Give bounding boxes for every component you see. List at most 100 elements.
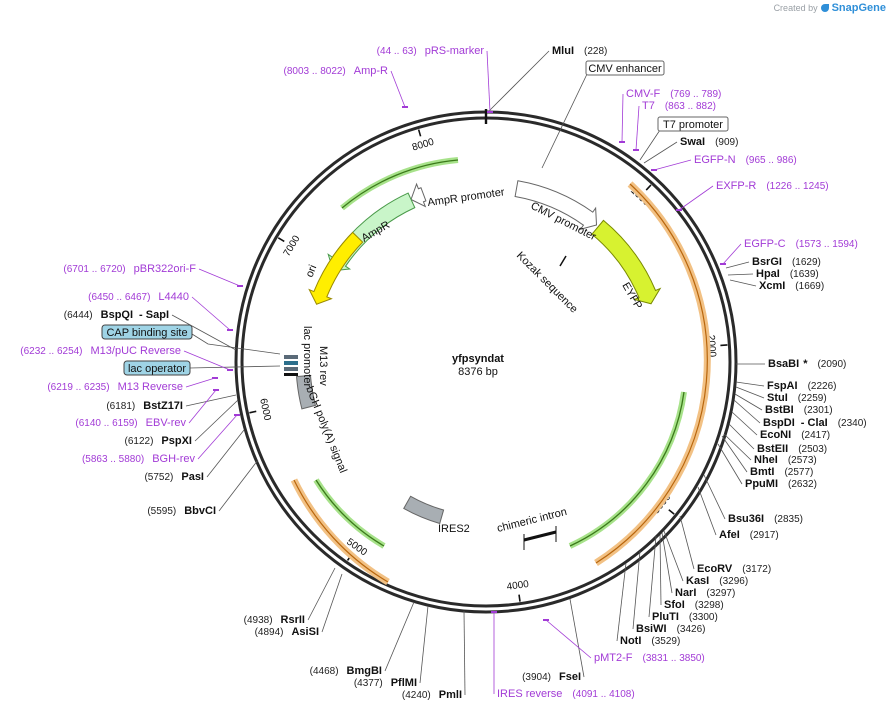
feature-label-lac-promoter: lac promoter [301, 326, 313, 387]
enzyme-label: PpuMI(2632) [745, 478, 817, 490]
enzyme-label: KasI(3296) [686, 575, 748, 587]
enzyme-label: EcoRV(3172) [697, 563, 771, 575]
enzyme-label: (4894)AsiSI [255, 626, 319, 638]
tick-label-8000: 8000 [411, 137, 436, 154]
enzyme-site-pmli: (4240)PmlI [402, 610, 466, 701]
enzyme-label: Bsu36I(2835) [728, 513, 803, 525]
primer-label: (6232 .. 6254)M13/pUC Reverse [20, 345, 181, 357]
primer-label: pMT2-F(3831 .. 3850) [594, 652, 705, 664]
enzyme-label: (6444)BspQI- SapI [64, 309, 169, 321]
enzyme-site-bstbi: BstBI(2301) [734, 393, 833, 416]
enzyme-site-pspxi: (6122)PspXI [125, 399, 239, 447]
enzyme-label: (4377)PflMI [354, 677, 417, 689]
enzyme-site-xcmi: XcmI(1669) [729, 279, 824, 292]
feature-eyfp [591, 219, 662, 305]
enzyme-site-pluti: PluTI(3300) [648, 535, 718, 623]
enzyme-label: FspAI(2226) [767, 380, 836, 392]
enzyme-site-pasi: (5752)PasI [144, 429, 245, 483]
tick-mark-8000 [417, 129, 422, 137]
primer-label: (8003 .. 8022)Amp-R [284, 65, 389, 77]
primer-exfp-r: EXFP-R(1226 .. 1245) [676, 180, 829, 211]
enzyme-site-sfoi: SfoI(3298) [659, 534, 724, 611]
enzyme-label: StuI(2259) [767, 392, 827, 404]
feature-label-chimeric-intron: chimeric intron [496, 506, 568, 535]
enzyme-label: SfoI(3298) [664, 599, 724, 611]
primer-label: EGFP-C(1573 .. 1594) [744, 238, 858, 250]
feature-bgh-poly-a-signal [296, 374, 317, 410]
primer-cmv-f: CMV-F(769 .. 789) [619, 88, 721, 143]
enzyme-label: (4240)PmlI [402, 689, 462, 701]
primer-ires-reverse: IRES reverse(4091 .. 4108) [491, 611, 635, 700]
feature-ampr-promoter [410, 182, 427, 208]
primer-label: (5863 .. 5880)BGH-rev [82, 453, 196, 465]
enzyme-site-fspai: FspAI(2226) [735, 380, 836, 392]
boxed-label-cmv-enhancer: CMV enhancer [541, 60, 665, 169]
enzyme-site-bstz17i: (6181)BstZ17I [106, 394, 237, 412]
primer-t7: T7(863 .. 882) [633, 100, 716, 151]
enzyme-label: NarI(3297) [675, 587, 735, 599]
enzyme-label: BstEII(2503) [757, 443, 827, 455]
enzyme-site-nari: NarI(3297) [661, 532, 735, 599]
enzyme-site-econi: EcoNI(2417) [731, 411, 830, 441]
feature-label-m13-rev: M13 rev [317, 346, 329, 386]
svg-text:lac operator: lac operator [128, 363, 186, 375]
boxed-label-cap-binding-site: CAP binding site [101, 324, 281, 355]
enzyme-site-bsabi: BsaBI*(2090) [736, 358, 846, 370]
enzyme-site-mlui: MluI(228) [487, 45, 607, 113]
primer-amp-r: (8003 .. 8022)Amp-R [284, 65, 408, 108]
annotation-labels: MluI(228)SwaI(909)BsrGI(1629)HpaI(1639)X… [20, 45, 866, 701]
tick-mark-3000 [668, 509, 675, 515]
snapgene-logo-text: SnapGene [831, 2, 886, 14]
enzyme-label: (6181)BstZ17I [106, 400, 183, 412]
enzyme-label: (6122)PspXI [125, 435, 192, 447]
boxed-label-t7-promoter: T7 promoter [639, 116, 729, 161]
enzyme-site-noti: NotI(3529) [616, 562, 680, 647]
enzyme-label: NotI(3529) [620, 635, 680, 647]
enzyme-site-bsiwi: BsiWI(3426) [632, 550, 705, 635]
primer-label: (6219 .. 6235)M13 Reverse [47, 381, 183, 393]
primer-label: (6450 .. 6467)L4440 [88, 291, 189, 303]
tick-mark-1000 [645, 184, 652, 191]
primer-label: EGFP-N(965 .. 986) [694, 154, 797, 166]
enzyme-site-stui: StuI(2259) [735, 386, 827, 404]
enzyme-label: HpaI(1639) [756, 268, 819, 280]
enzyme-label: PluTI(3300) [652, 611, 718, 623]
enzyme-label: BsrGI(1629) [752, 256, 821, 268]
snapgene-watermark: Created by SnapGene [774, 2, 886, 14]
primer-pmt2-f: pMT2-F(3831 .. 3850) [543, 619, 705, 664]
enzyme-label: MluI(228) [552, 45, 607, 57]
feature-ires2 [403, 495, 445, 525]
enzyme-site-ecorv: EcoRV(3172) [679, 515, 771, 575]
feature-label-ori: ori [304, 263, 320, 279]
enzyme-site-kasi: KasI(3296) [663, 530, 748, 587]
feature-label-kozak: Kozak sequence [514, 250, 580, 316]
primer-label: IRES reverse(4091 .. 4108) [497, 688, 635, 700]
enzyme-site-asisi: (4894)AsiSI [255, 573, 343, 638]
feature-ori [308, 231, 364, 305]
tick-label-4000: 4000 [506, 579, 530, 593]
feature-label-ampr-promoter: AmpR promoter [427, 186, 506, 209]
enzyme-site-fsei: (3904)FseI [522, 598, 585, 683]
enzyme-label: NheI(2573) [754, 454, 817, 466]
tick-label-6000: 6000 [257, 397, 273, 421]
kozak-sequence-mark [559, 255, 567, 267]
enzyme-site-bsteii: BstEII(2503) [728, 423, 827, 455]
svg-text:T7 promoter: T7 promoter [663, 119, 723, 131]
enzyme-site-bbvci: (5595)BbvCI [147, 459, 259, 517]
enzyme-label: (5752)PasI [144, 471, 204, 483]
primer-label: (44 .. 63)pRS-marker [377, 45, 485, 57]
tick-label-7000: 7000 [282, 233, 303, 258]
svg-text:CAP binding site: CAP binding site [106, 327, 187, 339]
enzyme-site-bsu36i: Bsu36I(2835) [703, 474, 803, 525]
tick-mark-7000 [277, 237, 285, 243]
primer-egfp-c: EGFP-C(1573 .. 1594) [720, 238, 858, 265]
enzyme-label: EcoNI(2417) [760, 429, 830, 441]
enzyme-label: XcmI(1669) [759, 280, 824, 292]
enzyme-label: BsiWI(3426) [636, 623, 705, 635]
primer-prs-marker: (44 .. 63)pRS-marker [377, 45, 493, 113]
enzyme-site-bsrgi: BsrGI(1629) [725, 256, 821, 269]
feature-cmv-promoter [514, 180, 598, 231]
enzyme-site-rsrii: (4938)RsrII [244, 567, 336, 626]
enzyme-site-hpai: HpaI(1639) [727, 268, 819, 280]
